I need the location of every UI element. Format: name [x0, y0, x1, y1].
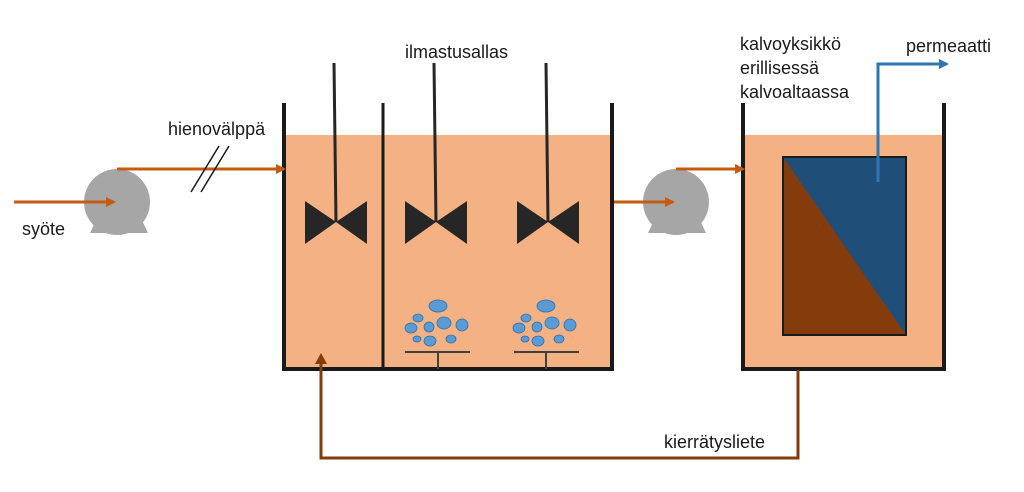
return-sludge-arrowhead — [315, 353, 327, 364]
membrane-unit-label-line3: kalvoaltaassa — [740, 82, 850, 102]
pump-icon — [643, 169, 709, 235]
return-sludge-line — [319, 356, 800, 460]
mixer-icon — [517, 62, 579, 244]
pump-icon — [84, 169, 150, 235]
permeate-label: permeaatti — [906, 36, 992, 56]
diffuser-icon — [512, 299, 577, 347]
diffuser-icon — [404, 299, 469, 347]
aeration-basin-walls — [282, 103, 614, 371]
aeration-basin-liquid — [284, 135, 612, 368]
permeate-line — [876, 59, 949, 182]
membrane-module-outline — [782, 156, 907, 336]
membrane-unit-label-line2: erillisessä — [740, 58, 820, 78]
membrane-tank-walls — [741, 103, 946, 371]
membrane-module-brown-half — [783, 157, 906, 335]
aeration-basin-label: ilmastusallas — [405, 42, 509, 62]
fine-screen-symbol — [190, 145, 230, 193]
fine-screen-label: hienovälppä — [168, 119, 266, 139]
return-sludge-label: kierrätysliete — [664, 432, 766, 452]
mixer-icon — [405, 62, 467, 244]
mixer-icon — [305, 62, 367, 244]
membrane-unit-label-line1: kalvoyksikkö — [740, 34, 842, 54]
feed-label: syöte — [22, 219, 66, 239]
